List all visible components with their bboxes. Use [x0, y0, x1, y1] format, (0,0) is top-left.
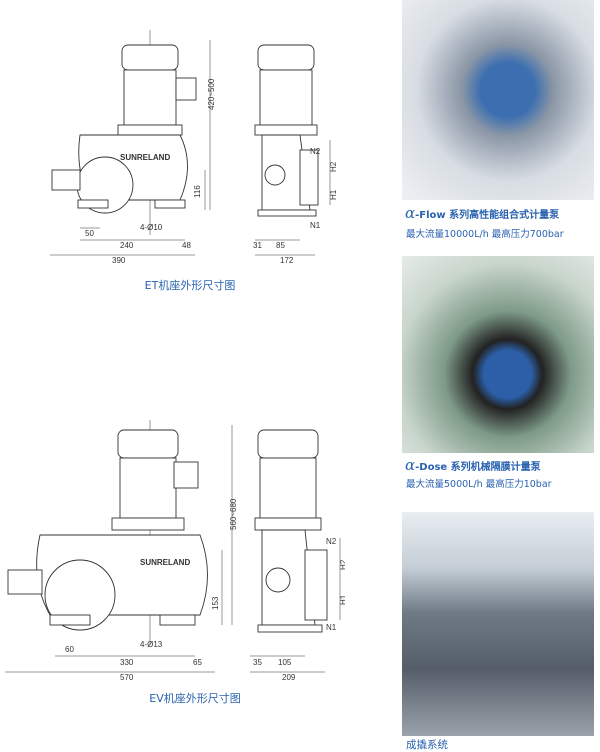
dim-31: 31: [253, 241, 262, 250]
skid-system-photo: [402, 512, 594, 736]
dim-330: 330: [120, 658, 134, 667]
dim-65: 65: [193, 658, 202, 667]
dim-n2: N2: [326, 537, 337, 546]
dim-48: 48: [182, 241, 191, 250]
dim-105: 105: [278, 658, 292, 667]
et-dimension-drawing: SUNRELAND 420~500 116 4-Ø10 50 240 48 39…: [0, 30, 345, 265]
ev-caption: EV机座外形尺寸图: [149, 692, 241, 705]
dim-hole: 4-Ø13: [140, 640, 163, 649]
ev-dimension-drawing: SUNRELAND 560~680 153 4-Ø13 60 330 65 57…: [0, 420, 345, 682]
dim-85: 85: [276, 241, 285, 250]
skid-system-caption: 成撬系统: [406, 739, 448, 751]
dim-n2: N2: [310, 147, 321, 156]
dim-240: 240: [120, 241, 134, 250]
dim-height: 420~500: [207, 78, 216, 110]
dim-60: 60: [65, 645, 74, 654]
dim-h2: H2: [339, 559, 345, 570]
dim-50: 50: [85, 229, 94, 238]
alpha-flow-pump-photo: [402, 0, 594, 200]
dim-570: 570: [120, 673, 134, 682]
dim-116: 116: [193, 185, 202, 198]
alpha-dose-title: α-Dose 系列机械隔膜计量泵: [405, 456, 541, 474]
dim-35: 35: [253, 658, 262, 667]
brand-label: SUNRELAND: [120, 153, 170, 162]
dim-n1: N1: [310, 221, 321, 230]
dim-390: 390: [112, 256, 126, 265]
dim-hole: 4-Ø10: [140, 223, 163, 232]
alpha-dose-spec: 最大流量5000L/h 最高压力10bar: [406, 479, 552, 490]
dim-n1: N1: [326, 623, 337, 632]
dim-h1: H1: [339, 594, 345, 605]
dim-h2: H2: [329, 161, 338, 172]
alpha-flow-spec: 最大流量10000L/h 最高压力700bar: [406, 229, 564, 240]
alpha-dose-pump-photo: [402, 256, 594, 453]
dim-h1: H1: [329, 189, 338, 200]
alpha-flow-title: α-Flow 系列高性能组合式计量泵: [405, 204, 560, 222]
brand-label: SUNRELAND: [140, 558, 190, 567]
dim-209: 209: [282, 673, 296, 682]
et-caption: ET机座外形尺寸图: [144, 279, 236, 292]
dim-153: 153: [211, 596, 220, 610]
dim-172: 172: [280, 256, 294, 265]
dim-height: 560~680: [229, 498, 238, 530]
